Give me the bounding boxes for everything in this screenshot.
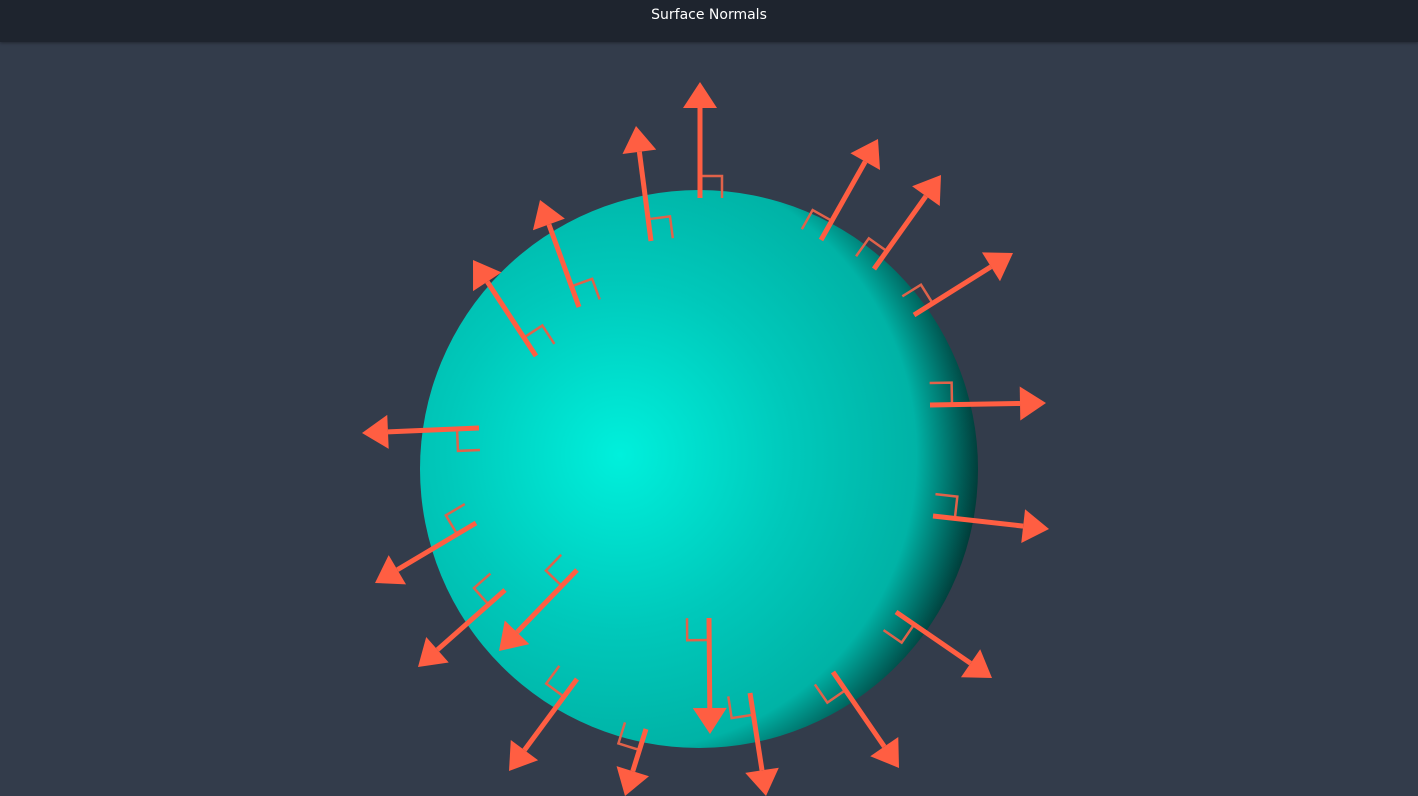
right-angle-marker	[472, 572, 492, 606]
normal-arrow-head	[692, 707, 727, 734]
normal-arrow-head	[870, 736, 899, 768]
normal-arrow-head	[375, 555, 407, 585]
normal-arrow-shaft	[515, 568, 579, 635]
normal-arrow	[855, 175, 941, 271]
normal-arrow	[362, 414, 480, 453]
right-angle-marker	[901, 282, 934, 304]
right-angle-marker	[855, 236, 888, 257]
right-angle-marker	[685, 618, 710, 642]
normal-arrow	[929, 381, 1046, 421]
right-angle-marker	[444, 503, 466, 535]
right-angle-marker	[700, 174, 724, 198]
normal-arrow-shaft	[485, 280, 539, 358]
normal-arrow	[616, 722, 649, 796]
normal-arrow-shaft	[932, 513, 1024, 529]
right-angle-marker	[929, 381, 954, 405]
normal-arrow	[375, 503, 478, 585]
normal-arrow	[800, 139, 881, 242]
normal-arrow	[532, 200, 601, 308]
normal-arrow-shaft	[630, 728, 649, 772]
right-angle-marker	[647, 214, 675, 239]
right-angle-marker	[616, 722, 640, 752]
right-angle-marker	[455, 428, 480, 453]
right-angle-marker	[571, 277, 601, 300]
normal-arrow-shaft	[636, 151, 654, 242]
normal-arrow-head	[850, 139, 881, 170]
right-angle-marker	[544, 553, 563, 587]
normal-arrow-head	[362, 414, 389, 449]
normal-arrow	[509, 665, 580, 771]
normal-arrow-shaft	[396, 520, 478, 572]
normal-arrow-shaft	[871, 194, 928, 271]
normal-arrow-head	[532, 200, 565, 231]
normal-arrow-shaft	[894, 609, 972, 666]
normal-arrow-head	[616, 766, 649, 796]
normal-arrow-head	[683, 82, 717, 108]
normal-arrow	[813, 670, 899, 768]
normal-arrow	[473, 260, 556, 358]
normal-arrow	[932, 492, 1049, 543]
normal-arrow-shaft	[929, 400, 1021, 408]
normal-arrow-head	[745, 767, 779, 796]
title-bar: Surface Normals	[0, 0, 1418, 42]
normal-arrow-shaft	[546, 223, 582, 308]
right-angle-marker	[935, 492, 959, 519]
right-angle-marker	[882, 623, 916, 645]
normal-arrow-shaft	[522, 677, 580, 752]
normal-arrow	[418, 572, 507, 667]
right-angle-marker	[800, 208, 833, 230]
window-title: Surface Normals	[651, 7, 767, 23]
normal-arrow	[683, 82, 724, 198]
normal-arrow-shaft	[706, 617, 713, 709]
normal-arrow-head	[499, 620, 530, 651]
normal-arrows	[362, 82, 1049, 796]
normal-arrow-head	[960, 649, 992, 678]
normal-arrow	[727, 692, 779, 796]
normal-arrow-head	[418, 637, 449, 667]
normal-arrow-head	[981, 252, 1013, 282]
normal-arrow-head	[509, 739, 539, 771]
right-angle-marker	[727, 696, 754, 720]
right-angle-marker	[523, 323, 556, 345]
normal-arrow-shaft	[747, 692, 765, 771]
normal-arrow-head	[622, 126, 657, 154]
normal-arrow	[622, 126, 675, 242]
normal-arrow-shaft	[818, 160, 868, 242]
right-angle-marker	[544, 665, 565, 698]
normal-arrow-head	[1019, 386, 1046, 421]
normal-arrow-shaft	[387, 425, 480, 435]
normal-arrow-shaft	[912, 264, 993, 318]
sphere	[420, 190, 978, 748]
normal-arrow-head	[473, 260, 502, 292]
normal-arrow-head	[912, 175, 941, 207]
normal-arrow	[901, 252, 1013, 318]
normal-arrow-shaft	[435, 588, 507, 652]
normal-arrow	[685, 617, 727, 734]
normal-arrow-head	[1021, 509, 1049, 543]
normal-arrow-shaft	[830, 670, 887, 748]
normal-arrow	[499, 553, 579, 651]
right-angle-marker	[813, 683, 847, 705]
normal-arrow	[882, 609, 992, 678]
